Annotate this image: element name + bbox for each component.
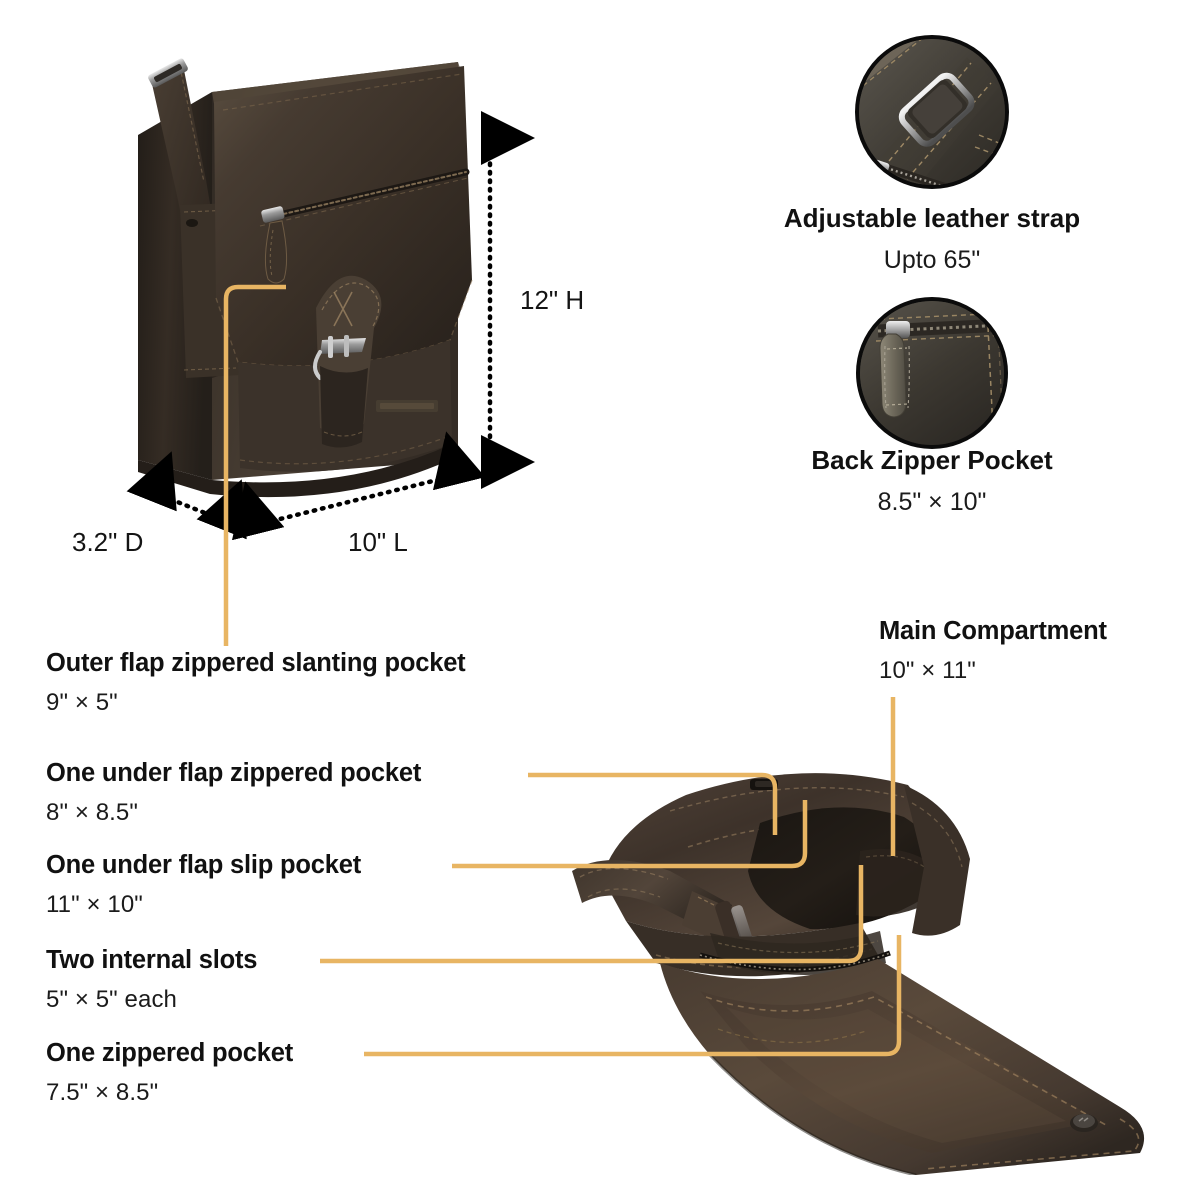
depth-dimension-label: 3.2" D	[72, 527, 144, 557]
annotation-title-main-compartment: Main Compartment	[879, 617, 1107, 645]
annotation-title-one-zippered-pocket: One zippered pocket	[46, 1039, 294, 1067]
annotation-subtitle-two-internal-slots: 5" × 5" each	[46, 986, 177, 1013]
adjustable-strap-circle-photo	[855, 35, 1009, 189]
height-dimension-label: 12" H	[520, 285, 585, 315]
annotation-subtitle-under-flap-slip: 11" × 10"	[46, 891, 143, 918]
back-zipper-pocket-circle-photo	[856, 297, 1008, 449]
annotation-title-under-flap-slip: One under flap slip pocket	[46, 851, 362, 879]
annotation-subtitle-outer-flap-pocket: 9" × 5"	[46, 689, 118, 716]
annotation-subtitle-one-zippered-pocket: 7.5" × 8.5"	[46, 1079, 159, 1106]
adjustable-strap-title: Adjustable leather strap	[783, 203, 1081, 233]
annotation-title-outer-flap-pocket: Outer flap zippered slanting pocket	[46, 649, 466, 677]
back-zipper-pocket-title: Back Zipper Pocket	[811, 445, 1053, 475]
annotation-title-under-flap-zippered: One under flap zippered pocket	[46, 759, 422, 787]
back-zipper-pocket-subtitle: 8.5" × 10"	[877, 488, 987, 516]
dimension-arrows	[126, 111, 535, 541]
open-bag-photo	[560, 755, 1200, 1175]
annotation-title-two-internal-slots: Two internal slots	[46, 946, 258, 974]
annotation-subtitle-main-compartment: 10" × 11"	[879, 657, 976, 684]
adjustable-strap-subtitle: Upto 65"	[883, 246, 981, 274]
length-dimension-label: 10" L	[348, 527, 408, 557]
annotation-subtitle-under-flap-zippered: 8" × 8.5"	[46, 799, 139, 826]
